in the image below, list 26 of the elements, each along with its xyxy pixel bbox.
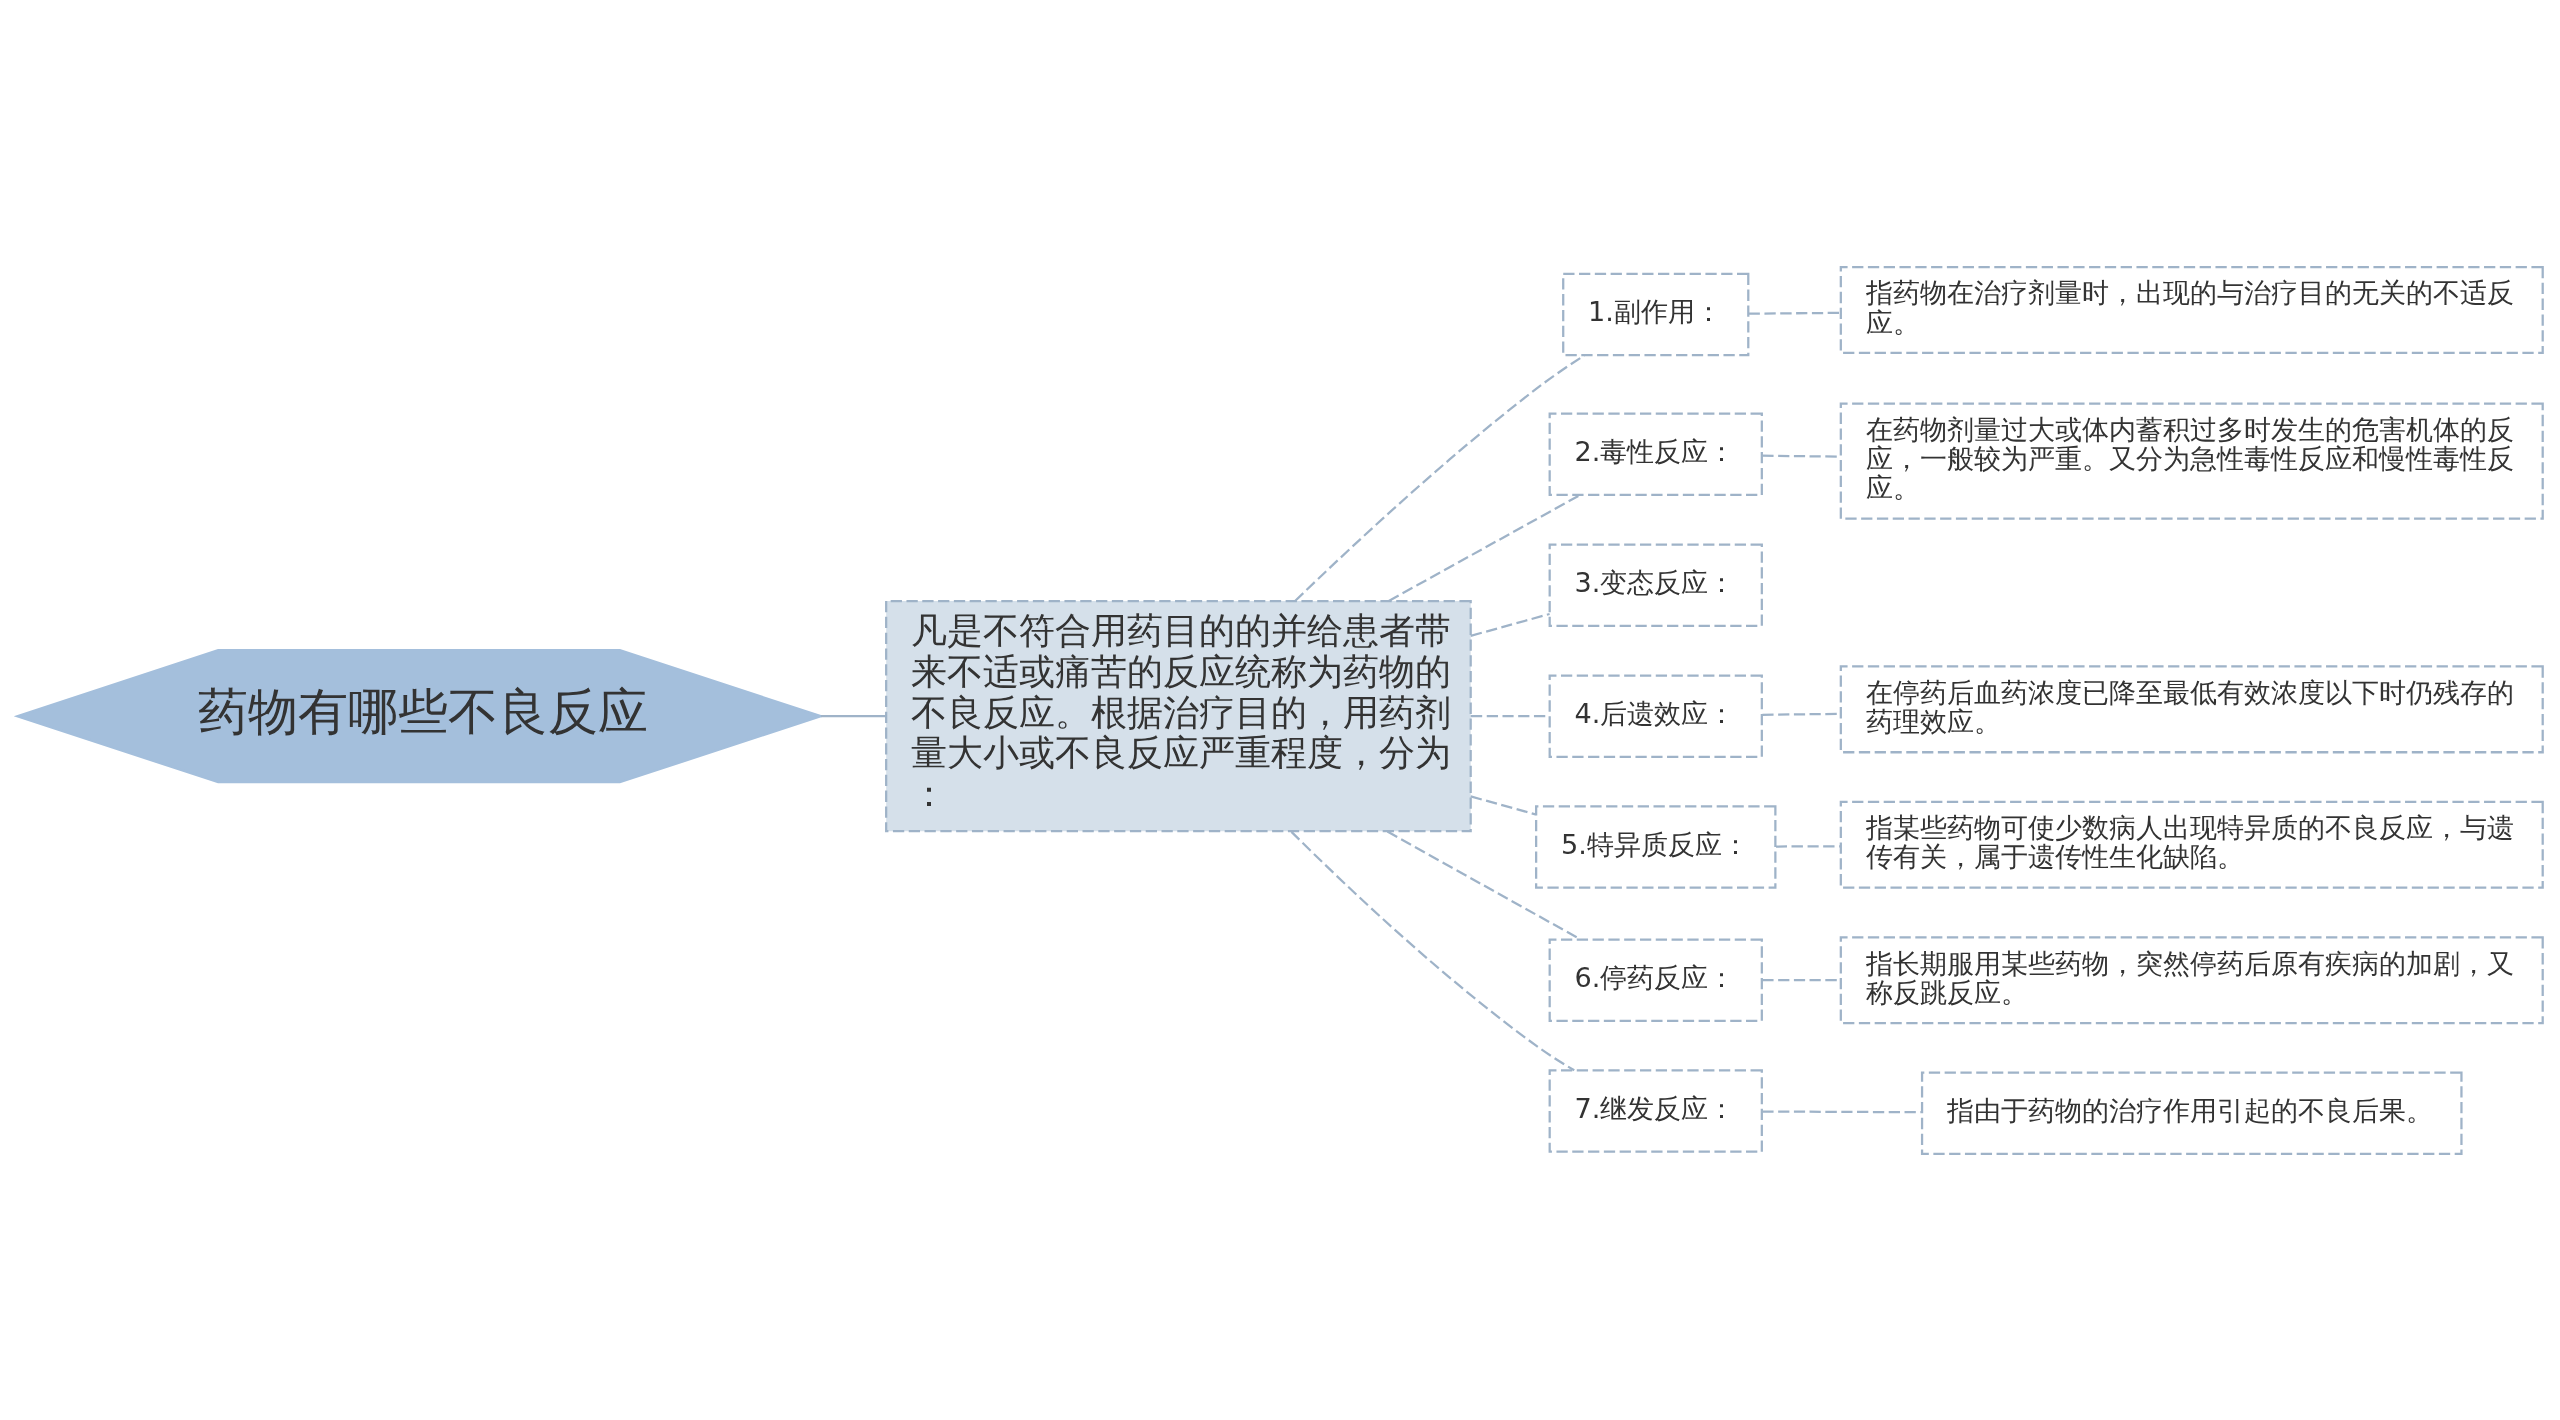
connector: [1762, 454, 1840, 458]
node-box: 指长期服用某些药物，突然停药后原有疾病的加剧，又称反跳反应。: [1839, 935, 2544, 1024]
node-box: 5.特异质反应：: [1535, 804, 1777, 889]
connector: [1388, 494, 1580, 602]
connector: [1294, 353, 1586, 602]
connector: [1762, 712, 1840, 716]
node-box: 4.后遗效应：: [1548, 673, 1763, 758]
node-box: 6.停药反应：: [1548, 937, 1763, 1022]
node-box: 凡是不符合用药目的的并给患者带来不适或痛苦的反应统称为药物的不良反应。根据治疗目的，用药剂量大小或不良反应严重程度，分为：: [885, 599, 1472, 832]
connector: [1762, 1109, 1922, 1113]
connector: [1748, 311, 1841, 315]
connector: [1290, 830, 1575, 1071]
connector: [820, 714, 886, 717]
node-box: 指药物在治疗剂量时，出现的与治疗目的无关的不适反应。: [1839, 265, 2544, 354]
node-box: 3.变态反应：: [1548, 543, 1763, 627]
connector: [1775, 844, 1841, 848]
node-box: 1.副作用：: [1562, 272, 1750, 356]
node-box: 7.继发反应：: [1548, 1068, 1763, 1153]
node-box: 指某些药物可使少数病人出现特异质的不良反应，与遗传有关，属于遗传性生化缺陷。: [1839, 800, 2544, 889]
connector: [1762, 978, 1840, 981]
connector: [1470, 612, 1550, 637]
node-box: 在停药后血药浓度已降至最低有效浓度以下时仍残存的药理效应。: [1839, 664, 2544, 753]
node-box: 在药物剂量过大或体内蓄积过多时发生的危害机体的反应，一般较为严重。又分为急性毒性反应和慢性毒性反应。: [1839, 401, 2544, 520]
node-box: 指由于药物的治疗作用引起的不良后果。: [1920, 1071, 2463, 1155]
connector: [1470, 794, 1536, 815]
node-box: 2.毒性反应：: [1548, 412, 1763, 496]
